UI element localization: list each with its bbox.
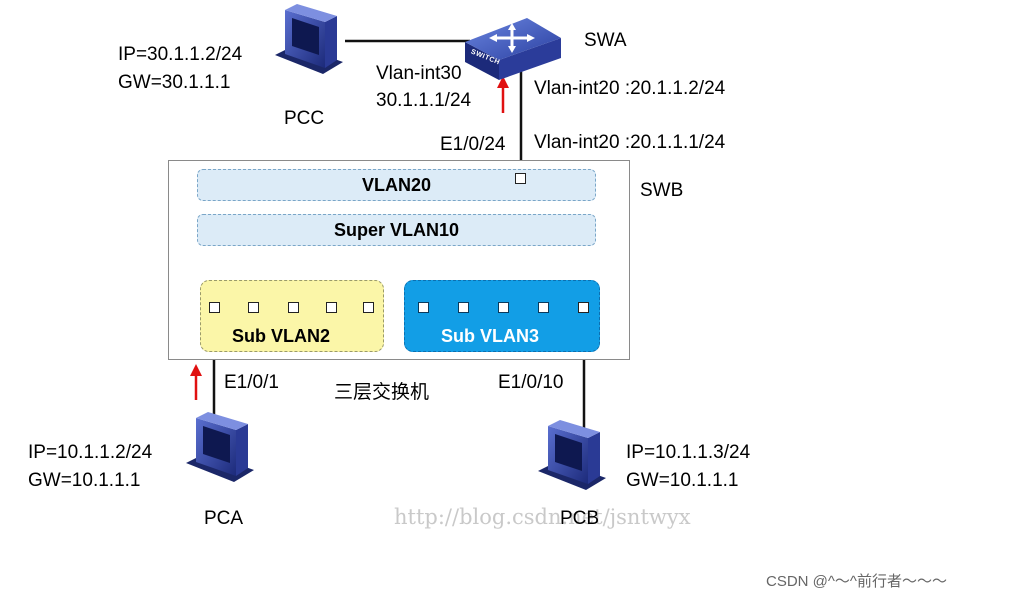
swa-vlan30-name: Vlan-int30 xyxy=(376,63,462,84)
switch-icon xyxy=(465,18,561,80)
sub-vlan2-label: Sub VLAN2 xyxy=(232,326,331,346)
port-e1-0-24-label: E1/0/24 xyxy=(440,134,506,155)
pcc-name: PCC xyxy=(284,108,325,129)
pcc-ip: IP=30.1.1.2/24 xyxy=(118,44,243,65)
port xyxy=(458,302,469,313)
pcb-ip: IP=10.1.1.3/24 xyxy=(626,442,751,463)
arrow-up-icon xyxy=(497,76,509,113)
sub-vlan2-box xyxy=(200,280,384,352)
pc-icon xyxy=(275,4,343,74)
pcb-gw: GW=10.1.1.1 xyxy=(626,470,739,491)
port xyxy=(326,302,337,313)
swa-vlan30-ip: 30.1.1.1/24 xyxy=(376,90,472,111)
csdn-credit: CSDN @^～^前行者～～～ xyxy=(766,573,947,590)
port-e1-0-10 xyxy=(578,302,589,313)
port xyxy=(363,302,374,313)
pcb-name: PCB xyxy=(560,508,600,529)
vlan20-label: VLAN20 xyxy=(361,174,432,195)
swb-subtitle: 三层交换机 xyxy=(334,382,430,403)
port xyxy=(498,302,509,313)
pc-icon xyxy=(186,412,254,482)
port-e1-0-1 xyxy=(209,302,220,313)
super-vlan10-band: Super VLAN10 xyxy=(197,214,596,246)
port-e1-0-24 xyxy=(515,173,526,184)
pcc-gw: GW=30.1.1.1 xyxy=(118,72,231,93)
swb-vlan20-if: Vlan-int20 :20.1.1.1/24 xyxy=(534,132,726,153)
port xyxy=(538,302,549,313)
sub-vlan3-box xyxy=(404,280,600,352)
sub-vlan3-label: Sub VLAN3 xyxy=(441,326,540,346)
pca-ip: IP=10.1.1.2/24 xyxy=(28,442,153,463)
pc-icon xyxy=(538,420,606,490)
swa-name: SWA xyxy=(584,30,627,51)
pca-name: PCA xyxy=(204,508,244,529)
vlan20-band: VLAN20 xyxy=(197,169,596,201)
port-e1-0-10-label: E1/0/10 xyxy=(498,372,564,393)
pca-gw: GW=10.1.1.1 xyxy=(28,470,141,491)
arrow-up-icon xyxy=(190,364,202,400)
port xyxy=(418,302,429,313)
swa-vlan20-if: Vlan-int20 :20.1.1.2/24 xyxy=(534,78,726,99)
port xyxy=(288,302,299,313)
port-e1-0-1-label: E1/0/1 xyxy=(224,372,279,393)
port xyxy=(248,302,259,313)
watermark: http://blog.csdn.net/jsntwyx xyxy=(394,505,691,529)
super-vlan10-label: Super VLAN10 xyxy=(333,219,460,240)
swb-name: SWB xyxy=(640,180,684,201)
